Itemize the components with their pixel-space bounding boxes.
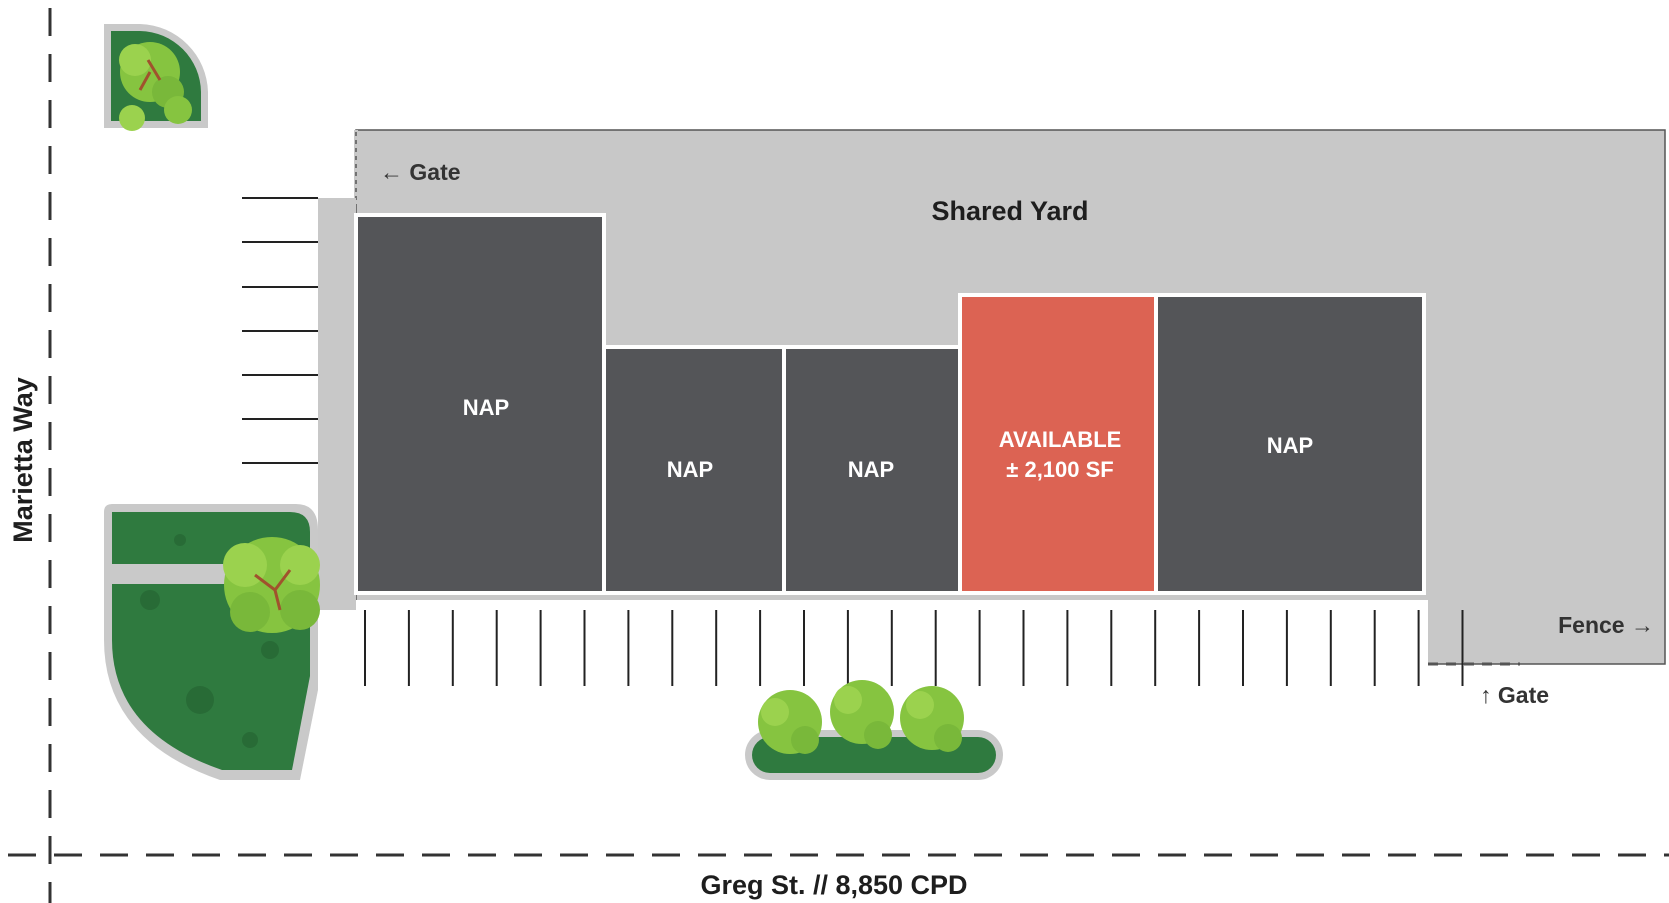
shrub-icon [758,680,964,754]
marietta-way-label: Marietta Way [8,377,38,543]
unit-2-label: NAP [667,457,713,482]
unit-5: NAP [1154,293,1426,595]
planter-top-left [104,24,208,131]
gate-bottom-label: ↑ Gate [1480,682,1549,708]
fence-label: Fence → [1558,612,1654,638]
unit-4-size: ± 2,100 SF [1006,457,1113,482]
unit-2: NAP [602,345,786,595]
unit-4-label: AVAILABLE [999,427,1122,452]
unit-1: NAP [354,213,606,595]
unit-3: NAP [782,345,962,595]
tree-icon [223,537,320,633]
planter-bottom-left [104,504,320,780]
unit-5-label: NAP [1267,433,1313,458]
planter-walkway [104,564,234,584]
front-walk [318,198,356,610]
shared-yard-label: Shared Yard [931,196,1088,226]
unit-4-available: AVAILABLE ± 2,100 SF [958,293,1158,595]
tree-icon [119,42,192,131]
greg-st-label: Greg St. // 8,850 CPD [700,870,967,900]
planter-bottom-center [745,680,1003,780]
parking-lot [330,600,1428,690]
unit-1-label: NAP [463,395,509,420]
unit-3-label: NAP [848,457,894,482]
gate-top-label: ← Gate [380,159,461,185]
parking-stripes-bottom [364,610,1464,686]
parking-stripes-left [242,197,318,464]
